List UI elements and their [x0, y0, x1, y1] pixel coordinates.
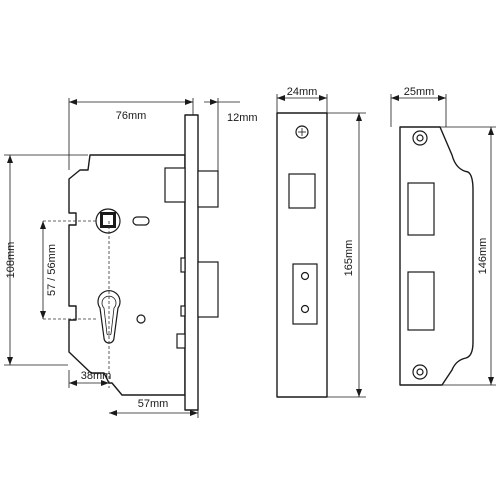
strike-latch-aperture: [407, 182, 435, 236]
arrow-head: [109, 410, 117, 416]
arrow-head: [210, 99, 218, 105]
strike-bolt-aperture: [407, 271, 435, 331]
deadbolt-stop: [180, 257, 186, 273]
forend-hole: [300, 304, 310, 314]
euro-cylinder-inner: [101, 295, 117, 336]
arrow-head: [356, 113, 362, 121]
case-slot: [132, 216, 150, 226]
forend-plate: [276, 112, 328, 398]
arrow-head: [438, 95, 446, 101]
arrow-head: [488, 377, 494, 385]
case-block-1: [180, 305, 186, 317]
lock-case: [68, 114, 219, 411]
cylinder-backset-label: 38mm: [81, 370, 112, 382]
follower-square: [103, 215, 113, 225]
arrow-head: [185, 99, 193, 105]
arrow-head: [40, 311, 46, 319]
forend-plate-outline: [276, 112, 328, 398]
arrow-head: [190, 410, 198, 416]
strike-screw-bottom-hole: [416, 368, 424, 376]
strike-width-label: 25mm: [404, 86, 435, 98]
arrow-head: [40, 221, 46, 229]
latch-bolt: [197, 170, 219, 208]
arrow-head: [7, 357, 13, 365]
strike-screw-top-hole: [416, 134, 424, 142]
projection-label: 12mm: [227, 112, 258, 124]
case-block-2: [176, 333, 186, 349]
centres-label: 57 / 56mm: [46, 244, 58, 296]
case-fixing-hole: [136, 314, 146, 324]
arrow-head: [277, 95, 285, 101]
arrow-head: [69, 99, 77, 105]
strike-plate-outline: [399, 126, 474, 386]
strike-dimensions: 25mm 146mm: [390, 86, 496, 386]
forend-bar: [184, 114, 199, 411]
forend-hole: [300, 271, 310, 281]
forend-latch-aperture: [288, 173, 316, 209]
forend-width-label: 24mm: [287, 86, 318, 98]
arrow-head: [319, 95, 327, 101]
forend-height-label: 165mm: [343, 240, 355, 277]
strike-height-label: 146mm: [477, 238, 489, 275]
arrow-head: [488, 127, 494, 135]
latch-housing: [164, 167, 186, 203]
arrow-head: [101, 380, 109, 386]
arrow-head: [7, 155, 13, 163]
arrow-head: [69, 380, 77, 386]
strike-plate: [399, 126, 474, 386]
forend-backset-label: 57mm: [138, 398, 169, 410]
lock-width-label: 76mm: [116, 110, 147, 122]
arrow-head: [356, 389, 362, 397]
lock-height-label: 108mm: [5, 242, 17, 279]
deadbolt: [197, 261, 219, 318]
forend-dimensions: 24mm 165mm: [276, 86, 366, 398]
lock-dimensions: 76mm 12mm 108mm 57 / 56mm 38mm 57mm: [4, 98, 258, 418]
arrow-head: [391, 95, 399, 101]
